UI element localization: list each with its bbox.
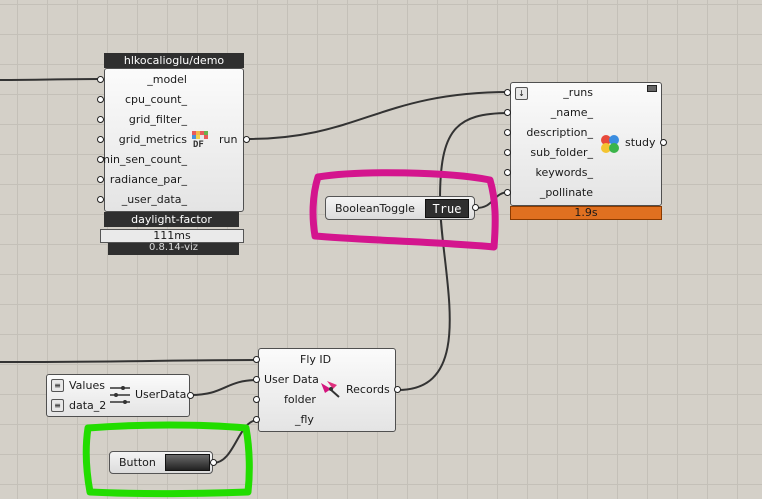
button-port-out[interactable]: [210, 459, 217, 466]
userdata-input-1[interactable]: data_2: [69, 399, 107, 412]
df-node-header: hlkocalioglu/demo: [104, 53, 244, 68]
button-component[interactable]: Button: [109, 451, 213, 474]
df-output-run[interactable]: run: [219, 133, 238, 146]
df-icon-text: DF: [193, 140, 204, 150]
df-node-header-text: hlkocalioglu/demo: [123, 54, 225, 67]
df-input-5[interactable]: radiance_par_: [109, 173, 187, 186]
toggle-value-box[interactable]: True: [425, 199, 469, 218]
wire-flyid: [0, 359, 259, 363]
wire-run-to-runs: [246, 91, 511, 140]
study-input-3[interactable]: sub_folder_: [530, 146, 593, 159]
download-icon[interactable]: ↓: [515, 87, 528, 100]
fly-input-2[interactable]: folder: [284, 393, 316, 406]
study-port-in-1[interactable]: [504, 109, 511, 116]
boolean-toggle-label: BooleanToggle: [335, 202, 415, 215]
study-input-4[interactable]: keywords_: [535, 166, 593, 179]
userdata-output[interactable]: UserData: [135, 388, 187, 401]
study-port-out[interactable]: [660, 139, 667, 146]
fly-port-out[interactable]: [394, 386, 401, 393]
fly-port-in-2[interactable]: [253, 396, 260, 403]
df-input-1[interactable]: cpu_count_: [124, 93, 187, 106]
button-label: Button: [119, 456, 156, 469]
study-port-in-0[interactable]: [504, 89, 511, 96]
df-timing-bar: 111ms: [100, 229, 244, 243]
pollination-icon: [601, 135, 619, 153]
study-timing-bar: 1.9s: [510, 206, 662, 220]
df-port-in-3[interactable]: [97, 136, 104, 143]
df-node[interactable]: _model cpu_count_ grid_filter_ grid_metr…: [99, 68, 244, 212]
monitor-icon: [647, 85, 657, 92]
df-input-2[interactable]: grid_filter_: [128, 113, 187, 126]
fly-port-in-0[interactable]: [253, 356, 260, 363]
study-output[interactable]: study: [625, 136, 656, 149]
df-input-6[interactable]: _user_data_: [121, 193, 187, 206]
daylight-factor-icon: DF: [192, 131, 212, 151]
fly-port-in-1[interactable]: [253, 376, 260, 383]
fly-icon: [321, 381, 340, 398]
boolean-toggle[interactable]: BooleanToggle True: [325, 196, 475, 220]
study-port-in-3[interactable]: [504, 149, 511, 156]
study-input-0[interactable]: _runs: [563, 86, 593, 99]
userdata-input-0[interactable]: Values: [69, 379, 105, 392]
fly-input-3[interactable]: _fly: [295, 413, 314, 426]
df-timing-text: 111ms: [153, 229, 191, 242]
toggle-value-text: True: [432, 202, 462, 216]
df-port-in-5[interactable]: [97, 176, 104, 183]
df-input-0[interactable]: _model: [147, 73, 187, 86]
study-input-5[interactable]: _pollinate: [539, 186, 593, 199]
df-port-in-6[interactable]: [97, 196, 104, 203]
df-node-footer-text: daylight-factor: [131, 213, 212, 226]
df-port-in-1[interactable]: [97, 96, 104, 103]
fly-input-0[interactable]: Fly ID: [300, 353, 332, 366]
df-port-out-run[interactable]: [243, 136, 250, 143]
fly-port-in-3[interactable]: [253, 416, 260, 423]
df-node-footer: daylight-factor: [104, 212, 239, 227]
fly-output[interactable]: Records: [346, 383, 390, 396]
df-port-in-0[interactable]: [97, 76, 104, 83]
userdata-node[interactable]: ≡ Values ≡ data_2 UserData: [46, 374, 190, 417]
sliders-icon: [110, 386, 130, 404]
study-node[interactable]: ↓ _runs _name_ description_ sub_folder_ …: [510, 82, 662, 206]
green-highlight-stroke: [82, 421, 253, 497]
df-port-in-4[interactable]: [97, 156, 104, 163]
wire-model: [0, 78, 101, 81]
magenta-highlight-stroke: [309, 169, 499, 251]
df-input-3[interactable]: grid_metrics: [118, 133, 187, 146]
study-port-in-5[interactable]: [504, 189, 511, 196]
df-port-in-2[interactable]: [97, 116, 104, 123]
study-timing-text: 1.9s: [574, 206, 598, 219]
fly-input-1[interactable]: User Data: [264, 373, 319, 386]
fly-node[interactable]: Fly ID User Data folder _fly Records: [258, 348, 396, 432]
df-version-bar: 0.8.14-viz: [108, 243, 239, 255]
data2-list-icon: ≡: [51, 399, 64, 412]
df-input-4[interactable]: min_sen_count_: [99, 153, 187, 166]
wire-records-to-name: [397, 112, 511, 391]
button-press-area[interactable]: [165, 454, 210, 471]
values-list-icon: ≡: [51, 379, 64, 392]
study-port-in-2[interactable]: [504, 129, 511, 136]
userdata-port-out[interactable]: [187, 392, 194, 399]
wire-button-to-fly: [212, 419, 259, 464]
study-input-2[interactable]: description_: [526, 126, 593, 139]
toggle-port-out[interactable]: [472, 204, 479, 211]
df-version-text: 0.8.14-viz: [148, 242, 199, 253]
study-input-1[interactable]: _name_: [550, 106, 593, 119]
wire-userdata: [190, 379, 259, 396]
study-port-in-4[interactable]: [504, 169, 511, 176]
